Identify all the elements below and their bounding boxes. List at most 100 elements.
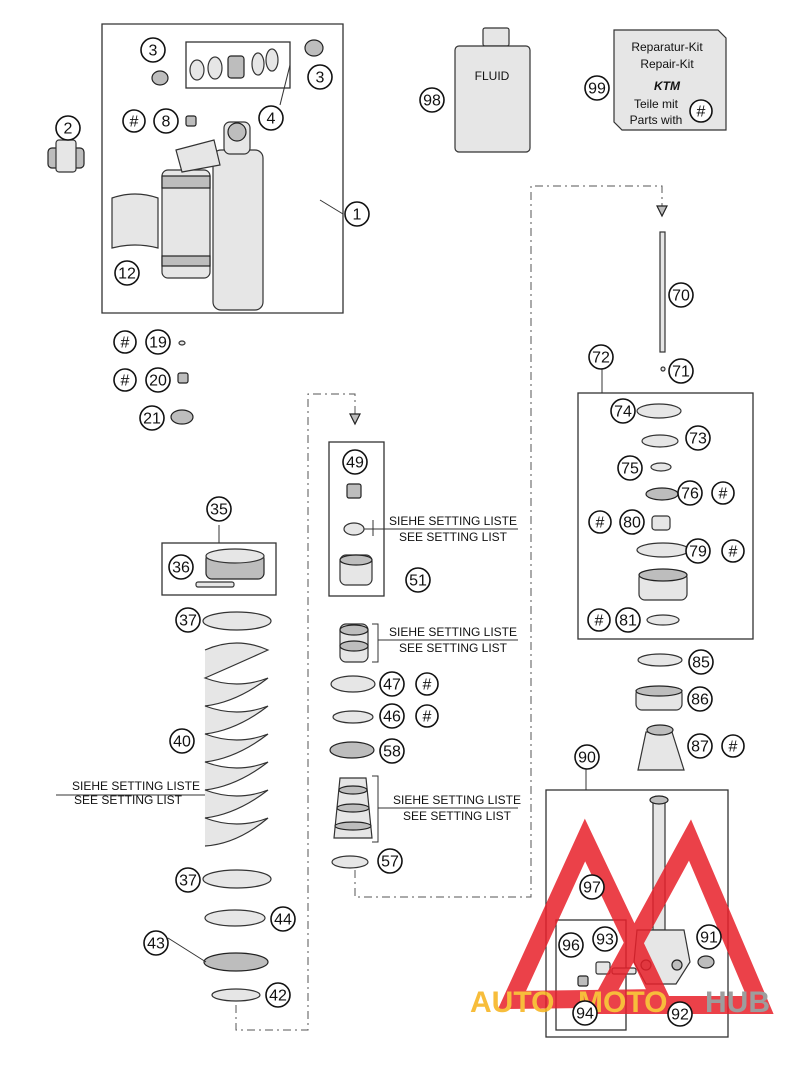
callout-label: 21 xyxy=(143,411,161,428)
callout-label: 94 xyxy=(576,1006,594,1023)
callout-79: 79 xyxy=(685,538,711,564)
callout-85: 85 xyxy=(688,649,714,675)
valve-box xyxy=(328,441,385,597)
hash-mark: # xyxy=(113,368,137,392)
callout-99: 99 xyxy=(584,75,610,101)
callout-1: 1 xyxy=(344,201,370,227)
callout-label: 76 xyxy=(681,486,699,503)
hash-mark: # xyxy=(689,99,713,123)
callout-46: 46 xyxy=(379,703,405,729)
callout-51: 51 xyxy=(405,567,431,593)
callout-91: 91 xyxy=(696,924,722,950)
dash-path-middle xyxy=(235,393,361,1031)
callout-label: 80 xyxy=(623,515,641,532)
callout-96: 96 xyxy=(558,932,584,958)
kit-line-1: Reparatur-Kit xyxy=(631,40,703,54)
callout-label: 4 xyxy=(267,111,276,128)
callout-label: 2 xyxy=(64,121,73,138)
callout-label: 37 xyxy=(179,873,197,890)
callout-label: 70 xyxy=(672,288,690,305)
fluid-label: FLUID xyxy=(475,69,510,83)
callout-label: 40 xyxy=(173,734,191,751)
hash-mark: # xyxy=(721,539,745,563)
shim-stack-upper xyxy=(339,623,518,663)
callout-label: 42 xyxy=(269,988,287,1005)
callout-37: 37 xyxy=(175,867,201,893)
protection-sleeve xyxy=(111,193,159,249)
spring-seat-parts xyxy=(167,909,269,1002)
hash-label: # xyxy=(729,739,738,756)
callout-90: 90 xyxy=(574,744,600,770)
callout-87: 87 xyxy=(687,733,713,759)
hash-mark: # xyxy=(122,109,146,133)
callout-label: 92 xyxy=(671,1007,689,1024)
callout-label: 93 xyxy=(596,932,614,949)
callout-label: 44 xyxy=(274,912,292,929)
seal-cap-left xyxy=(151,70,169,86)
watermark-logo: AUTO MOTO HUB xyxy=(470,818,774,1019)
hash-mark: # xyxy=(415,704,439,728)
callout-43: 43 xyxy=(143,930,169,956)
shim-stack-lower xyxy=(333,775,518,843)
callout-label: 97 xyxy=(583,880,601,897)
box-compression-unit xyxy=(577,368,754,640)
callout-49: 49 xyxy=(342,449,368,475)
note-spring-setting: SIEHE SETTING LISTE SEE SETTING LIST xyxy=(56,779,205,807)
needle-rod xyxy=(659,231,666,372)
callout-label: 58 xyxy=(383,744,401,761)
callout-label: 74 xyxy=(614,404,632,421)
hash-label: # xyxy=(596,515,605,532)
callout-75: 75 xyxy=(617,455,643,481)
damper-body xyxy=(161,121,264,311)
hash-label: # xyxy=(729,544,738,561)
callout-4: 4 xyxy=(258,105,284,131)
box-damper-housing xyxy=(101,23,344,314)
fluid-bottle: FLUID xyxy=(454,27,531,153)
hash-label: # xyxy=(121,373,130,390)
callout-44: 44 xyxy=(270,906,296,932)
callout-42: 42 xyxy=(265,982,291,1008)
kit-logo: KTM xyxy=(654,79,681,93)
callout-label: 49 xyxy=(346,455,364,472)
callout-37: 37 xyxy=(175,607,201,633)
callout-label: 3 xyxy=(316,70,325,87)
callout-label: 12 xyxy=(118,266,136,283)
callout-40: 40 xyxy=(169,728,195,754)
note-siehe-spring: SIEHE SETTING LISTE xyxy=(72,779,200,793)
callout-label: 98 xyxy=(423,93,441,110)
hash-label: # xyxy=(719,486,728,503)
kit-line-4: Parts with xyxy=(630,113,683,127)
callout-81: 81 xyxy=(615,607,641,633)
note-shim-upper: SIEHE SETTING LISTE SEE SETTING LIST xyxy=(389,625,517,655)
callout-label: 19 xyxy=(149,335,167,352)
callout-3: 3 xyxy=(140,37,166,63)
hash-label: # xyxy=(423,677,432,694)
callout-label: 81 xyxy=(619,613,637,630)
watermark-auto: AUTO xyxy=(470,986,554,1019)
callout-label: 47 xyxy=(383,677,401,694)
note-see-lower: SEE SETTING LIST xyxy=(403,809,512,823)
piston-parts xyxy=(329,675,376,759)
hash-label: # xyxy=(423,709,432,726)
callout-47: 47 xyxy=(379,671,405,697)
callout-label: 87 xyxy=(691,739,709,756)
callout-label: 85 xyxy=(692,655,710,672)
coil-spring xyxy=(203,642,270,847)
bottom-washer xyxy=(331,855,369,869)
callout-label: 20 xyxy=(149,373,167,390)
small-bolt-part xyxy=(185,115,197,127)
lower-right-parts xyxy=(635,653,685,771)
callout-86: 86 xyxy=(687,686,713,712)
callout-93: 93 xyxy=(592,926,618,952)
callout-36: 36 xyxy=(168,554,194,580)
note-siehe-valve: SIEHE SETTING LISTE xyxy=(389,514,517,528)
callout-2: 2 xyxy=(55,115,81,141)
callout-label: 43 xyxy=(147,936,165,953)
note-siehe-lower: SIEHE SETTING LISTE xyxy=(393,793,521,807)
small-parts-group xyxy=(170,340,194,425)
callout-label: 3 xyxy=(149,43,158,60)
hash-label: # xyxy=(595,613,604,630)
kit-line-2: Repair-Kit xyxy=(640,57,694,71)
spring-washer-bottom xyxy=(202,869,272,889)
callout-3: 3 xyxy=(307,64,333,90)
